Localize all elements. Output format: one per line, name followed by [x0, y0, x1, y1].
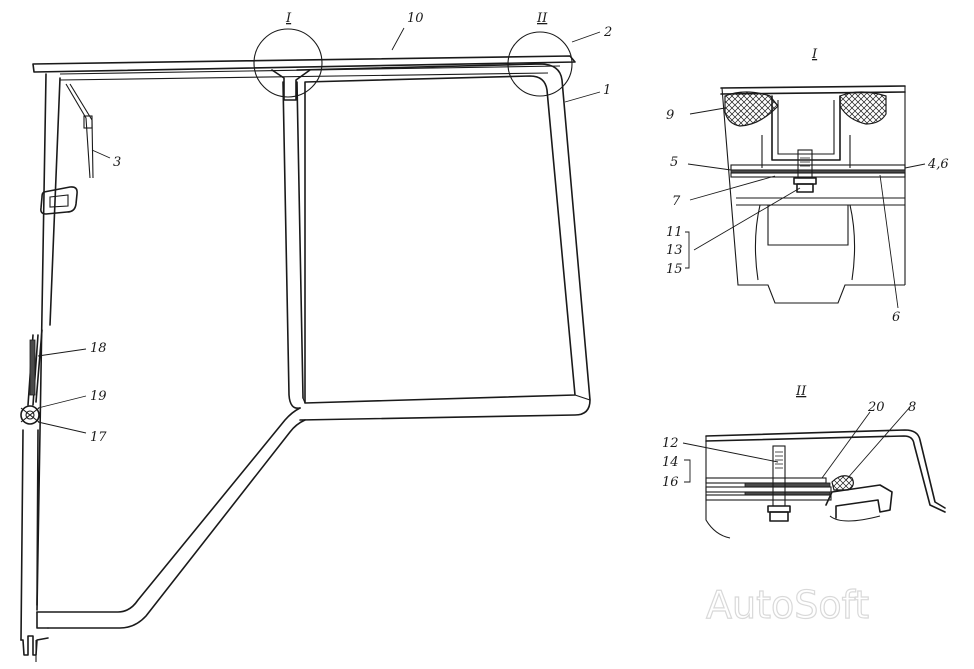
watermark: AutoSoft: [706, 583, 869, 627]
main-leaders: [37, 27, 601, 434]
label-19: 19: [90, 389, 107, 404]
detail-I-circle: [253, 28, 323, 98]
detail-I-section: I 9 5 4,: [666, 47, 949, 325]
seal-pad-left: [724, 91, 779, 127]
label-8: 8: [908, 400, 916, 415]
hinge-part-19-17: [20, 405, 40, 425]
detail-I-title: I: [811, 47, 818, 62]
label-3: 3: [113, 155, 121, 170]
bottom-rail-and-diagonal: [36, 407, 306, 629]
label-11: 11: [666, 225, 683, 240]
label-17: 17: [90, 430, 107, 445]
label-12: 12: [662, 436, 679, 451]
detail-II-title: II: [795, 384, 807, 399]
door-handle: [40, 186, 78, 215]
stay-part-18: [27, 334, 39, 406]
seal-pad-right: [839, 91, 887, 125]
label-15: 15: [666, 262, 683, 277]
label-20: 20: [867, 400, 885, 415]
detail-II-circle: [507, 31, 573, 97]
label-7: 7: [672, 194, 681, 209]
label-9: 9: [666, 108, 674, 123]
main-labels: 10 2 1 3 18 19 17 I II: [90, 11, 612, 445]
label-13: 13: [666, 243, 683, 258]
post-foot: [20, 635, 49, 662]
rod-part-3: [65, 83, 94, 179]
label-1: 1: [603, 83, 611, 98]
detail-mark-II: II: [536, 11, 548, 26]
label-14: 14: [662, 455, 679, 470]
door-frame-main-view: [20, 28, 591, 662]
label-5: 5: [670, 155, 678, 170]
label-10: 10: [407, 11, 424, 26]
right-window-frame: [296, 63, 591, 421]
left-post: [20, 73, 61, 641]
middle-post: [271, 69, 311, 410]
label-16: 16: [662, 475, 679, 490]
detail-mark-I: I: [285, 11, 292, 26]
label-2: 2: [603, 25, 612, 40]
label-4-6: 4,6: [927, 157, 949, 172]
label-6: 6: [892, 310, 900, 325]
detail-II-section: II 20 8 12 14 16: [662, 384, 946, 539]
label-18: 18: [90, 341, 107, 356]
seal-8: [831, 475, 854, 491]
